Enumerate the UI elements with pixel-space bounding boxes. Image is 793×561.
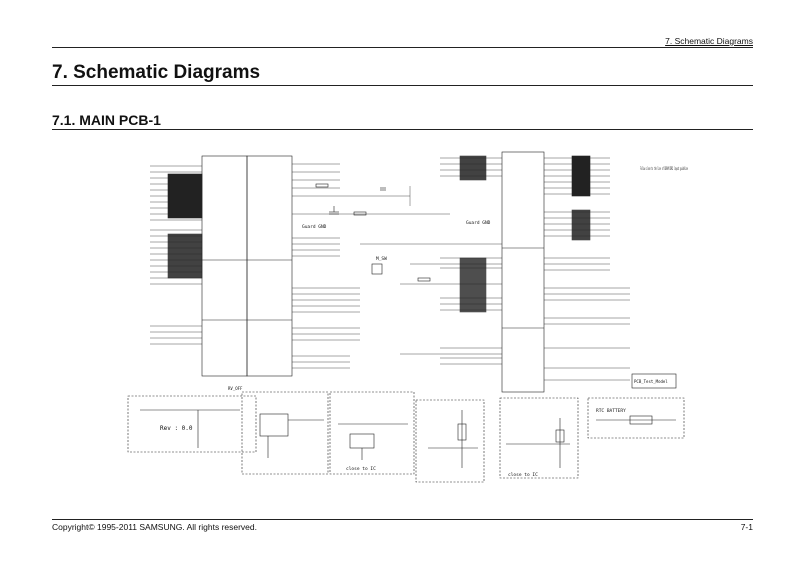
gnd-note-2: Guard GND (466, 220, 491, 226)
rtc-battery-label: RTC BATTERY (596, 408, 626, 414)
rev-label: Rev : 0.0 (160, 425, 193, 432)
pcb-test-label: PCB_Test_Model (634, 379, 668, 384)
block-power-a (241, 391, 329, 475)
close-to-ic-label-1: close to IC (346, 466, 376, 472)
resistor-r1 (315, 183, 329, 188)
schematic-diagram: Guard GND Guard GND Follow close to the … (127, 151, 688, 483)
pcb-test-box (631, 373, 677, 389)
running-head: 7. Schematic Diagrams (665, 36, 753, 46)
switch-m-sw (371, 263, 383, 275)
copyright: Copyright© 1995-2011 SAMSUNG. All rights… (52, 522, 258, 532)
block-audio (499, 397, 579, 479)
page-number: 7-1 (740, 522, 753, 532)
ic-center-left (246, 155, 293, 377)
rv-off-label: RV_OFF (228, 386, 243, 391)
block-reset (127, 395, 257, 453)
section-rule (52, 129, 753, 130)
bottom-rule (52, 519, 753, 520)
ic-main-left (201, 155, 248, 377)
layout-note: Follow close to the line of SDRAM DDR2 l… (640, 166, 688, 171)
chapter-title: 7. Schematic Diagrams (52, 62, 261, 83)
gnd-note-1: Guard GND (302, 224, 327, 230)
section-title: 7.1. MAIN PCB-1 (52, 112, 161, 128)
chapter-rule (52, 85, 753, 86)
resistor-r2 (353, 211, 367, 216)
m-sw-label: M_SW (376, 256, 387, 262)
top-rule (52, 47, 753, 48)
ic-main-right (501, 151, 545, 393)
resistor-r3 (417, 277, 431, 282)
schematic-drawing (127, 151, 685, 483)
block-power-b (329, 391, 415, 475)
block-rtc (587, 397, 685, 439)
block-clock (415, 399, 485, 483)
close-to-ic-label-2: close to IC (508, 472, 538, 478)
